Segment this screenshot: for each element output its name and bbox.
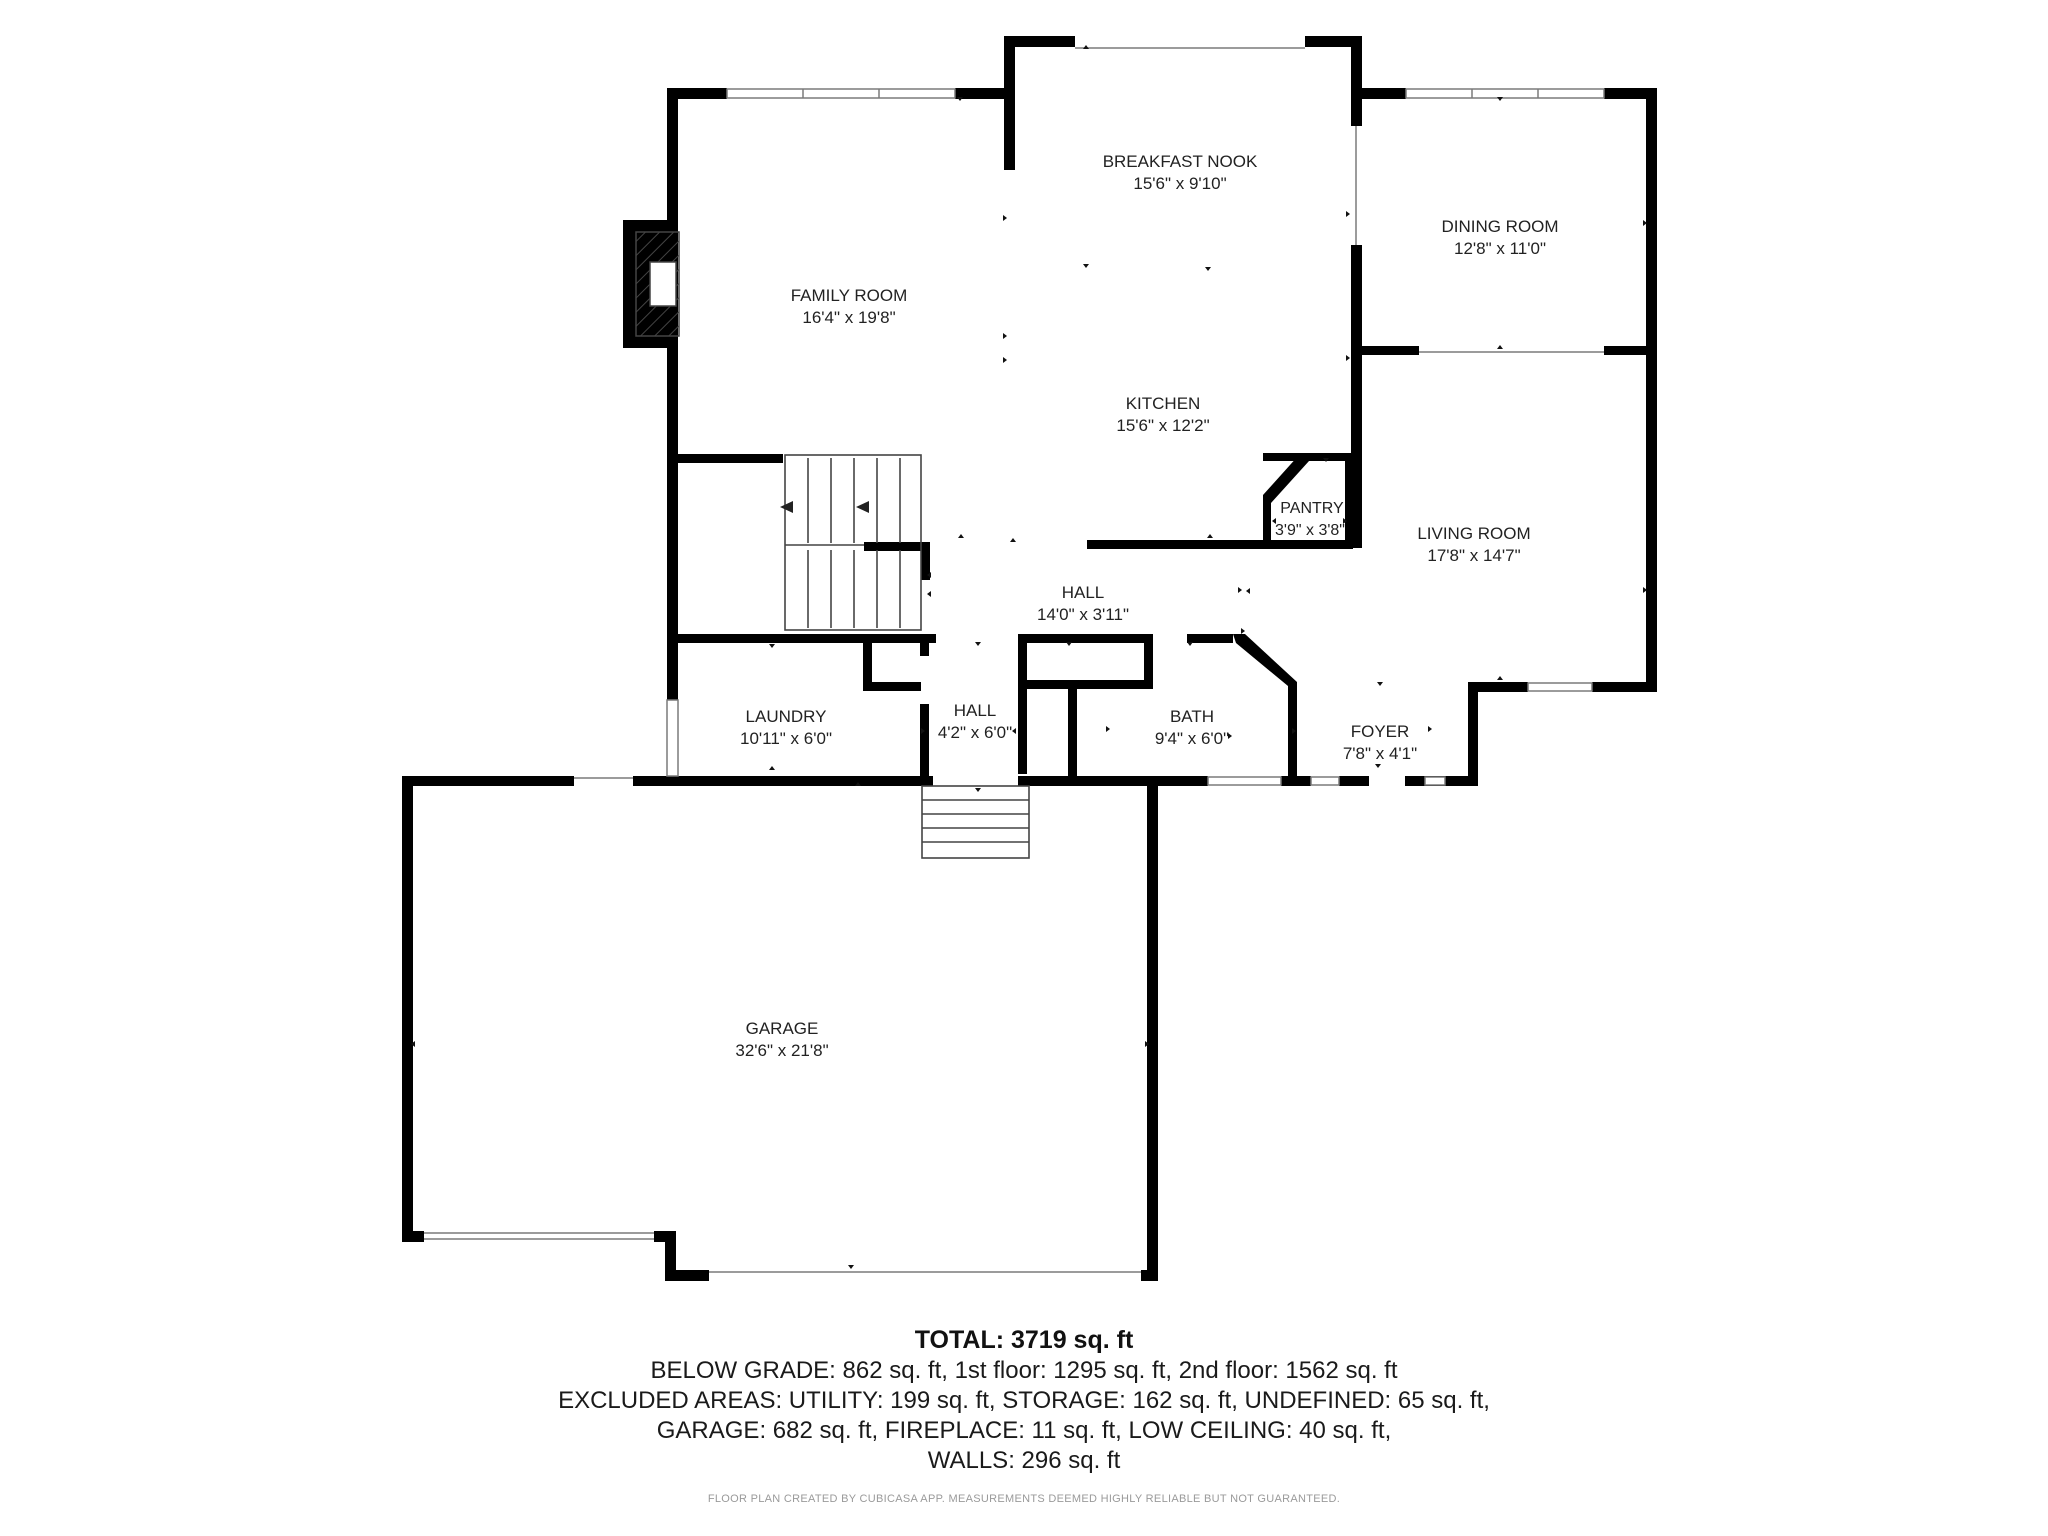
bath-dims: 9'4" x 6'0"	[1155, 729, 1229, 748]
hall-main-dims: 14'0" x 3'11"	[1037, 605, 1129, 624]
area-summary-line-2: EXCLUDED AREAS: UTILITY: 199 sq. ft, STO…	[558, 1387, 1490, 1414]
foyer-name: FOYER	[1351, 722, 1410, 741]
hall-small-dims: 4'2" x 6'0"	[938, 723, 1012, 742]
walls	[402, 36, 1657, 1281]
hall-small-name: HALL	[954, 701, 997, 720]
dimension-ticks	[411, 45, 1647, 1269]
area-summary-line-3: GARAGE: 682 sq. ft, FIREPLACE: 11 sq. ft…	[656, 1417, 1392, 1444]
living-room-name: LIVING ROOM	[1417, 524, 1530, 543]
dining-room-name: DINING ROOM	[1441, 217, 1558, 236]
breakfast-nook-dims: 15'6" x 9'10"	[1133, 174, 1226, 193]
laundry-dims: 10'11" x 6'0"	[740, 729, 832, 748]
pantry-name: PANTRY	[1280, 500, 1344, 517]
pantry-angled-wall	[1263, 455, 1309, 503]
room-labels: BREAKFAST NOOK 15'6" x 9'10" DINING ROOM…	[735, 152, 1558, 1060]
dining-room-dims: 12'8" x 11'0"	[1454, 239, 1546, 258]
family-room-name: FAMILY ROOM	[791, 286, 908, 305]
kitchen-dims: 15'6" x 12'2"	[1116, 416, 1209, 435]
living-room-dims: 17'8" x 14'7"	[1427, 546, 1520, 565]
pantry-dims: 3'9" x 3'8"	[1275, 522, 1345, 539]
garage-name: GARAGE	[746, 1019, 819, 1038]
windows	[424, 47, 1605, 1273]
bath-name: BATH	[1170, 707, 1214, 726]
hall-main-name: HALL	[1062, 583, 1105, 602]
laundry-name: LAUNDRY	[746, 707, 827, 726]
stairs	[780, 454, 1030, 859]
foyer-dims: 7'8" x 4'1"	[1343, 744, 1417, 763]
kitchen-name: KITCHEN	[1126, 394, 1201, 413]
breakfast-nook-name: BREAKFAST NOOK	[1103, 152, 1258, 171]
disclaimer-footer: FLOOR PLAN CREATED BY CUBICASA APP. MEAS…	[707, 1493, 1341, 1505]
area-summary-line-4: WALLS: 296 sq. ft	[927, 1447, 1121, 1474]
family-room-dims: 16'4" x 19'8"	[802, 308, 895, 327]
area-summary-line-1: BELOW GRADE: 862 sq. ft, 1st floor: 1295…	[650, 1357, 1398, 1384]
total-area-heading: TOTAL: 3719 sq. ft	[914, 1326, 1134, 1354]
garage-dims: 32'6" x 21'8"	[735, 1041, 828, 1060]
